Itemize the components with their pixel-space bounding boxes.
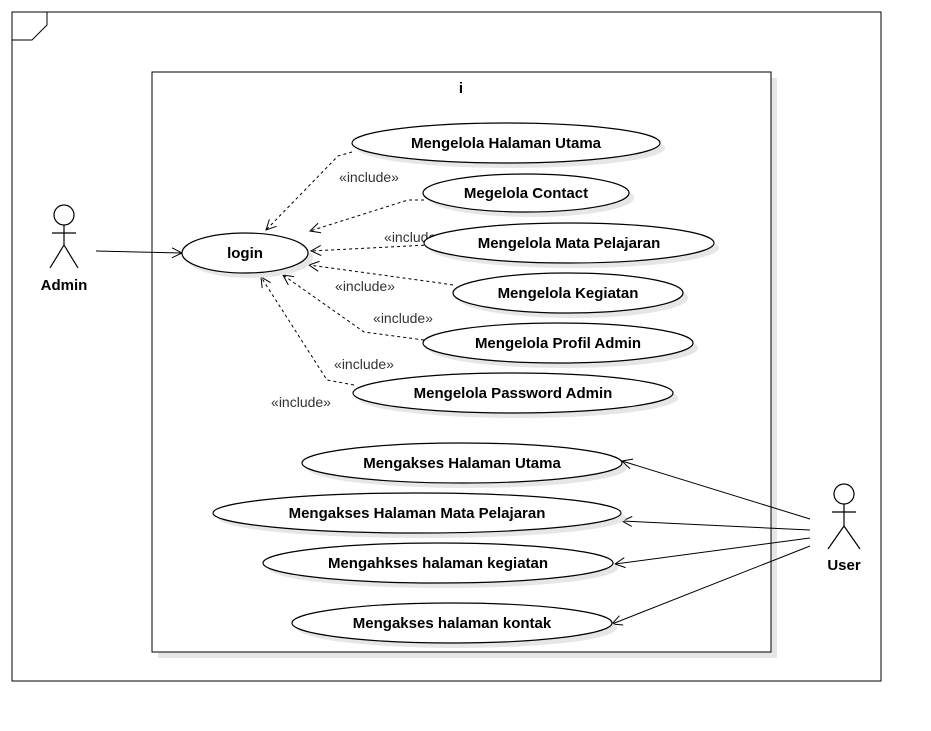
assoc-user-kontak <box>612 545 811 624</box>
usecase-megelola-contact-label: Megelola Contact <box>464 185 588 202</box>
system-title: i <box>459 80 463 97</box>
include-kegiatan <box>309 265 454 286</box>
usecase-mengelola-password-admin[interactable]: Mengelola Password Admin <box>352 372 678 418</box>
usecase-megelola-contact[interactable]: Megelola Contact <box>422 173 634 217</box>
usecase-login[interactable]: login <box>181 232 313 278</box>
usecase-mengelola-profil-admin[interactable]: Mengelola Profil Admin <box>422 322 698 368</box>
assoc-user-kegiatan <box>615 537 811 564</box>
usecase-mengelola-profil-admin-label: Mengelola Profil Admin <box>475 335 641 352</box>
include-label: «include» <box>334 356 394 372</box>
usecase-mengakses-halaman-kontak[interactable]: Mengakses halaman kontak <box>291 602 617 648</box>
usecase-mengakses-halaman-utama-label: Mengakses Halaman Utama <box>363 455 561 472</box>
actor-admin-label: Admin <box>41 277 88 294</box>
include-label: «include» <box>373 310 433 326</box>
usecase-mengakses-halaman-mata-pelajaran[interactable]: Mengakses Halaman Mata Pelajaran <box>212 492 626 538</box>
frame-tab <box>12 12 48 41</box>
assoc-user-mata-pelajaran <box>622 521 811 531</box>
include-password-admin <box>261 277 355 386</box>
usecase-mengakses-halaman-mata-pelajaran-label: Mengakses Halaman Mata Pelajaran <box>289 505 546 522</box>
include-label: «include» <box>339 169 399 185</box>
usecase-mengelola-kegiatan-label: Mengelola Kegiatan <box>498 285 639 302</box>
usecase-mengelola-halaman-utama[interactable]: Mengelola Halaman Utama <box>351 122 665 168</box>
include-profil-admin <box>283 275 425 341</box>
usecase-mengelola-kegiatan[interactable]: Mengelola Kegiatan <box>452 272 688 318</box>
usecase-mengelola-halaman-utama-label: Mengelola Halaman Utama <box>411 135 602 152</box>
usecase-mengahkses-halaman-kegiatan-label: Mengahkses halaman kegiatan <box>328 555 548 572</box>
include-mata-pelajaran <box>311 243 449 251</box>
include-contact <box>310 199 424 231</box>
usecase-mengelola-mata-pelajaran-label: Mengelola Mata Pelajaran <box>478 235 661 252</box>
usecase-mengelola-mata-pelajaran[interactable]: Mengelola Mata Pelajaran <box>423 222 719 268</box>
usecase-mengakses-halaman-utama[interactable]: Mengakses Halaman Utama <box>301 442 627 488</box>
actor-admin[interactable] <box>49 204 79 269</box>
actor-user-label: User <box>827 557 861 574</box>
actor-user[interactable] <box>827 483 861 550</box>
include-label: «include» <box>271 394 331 410</box>
usecase-mengelola-password-admin-label: Mengelola Password Admin <box>414 385 613 402</box>
usecase-mengakses-halaman-kontak-label: Mengakses halaman kontak <box>353 615 552 632</box>
include-halaman-utama <box>266 151 353 230</box>
assoc-user-halaman-utama <box>622 461 811 520</box>
usecase-mengahkses-halaman-kegiatan[interactable]: Mengahkses halaman kegiatan <box>262 542 618 588</box>
usecase-login-label: login <box>227 245 263 262</box>
include-label: «include» <box>335 278 395 294</box>
assoc-admin-login <box>95 251 182 253</box>
